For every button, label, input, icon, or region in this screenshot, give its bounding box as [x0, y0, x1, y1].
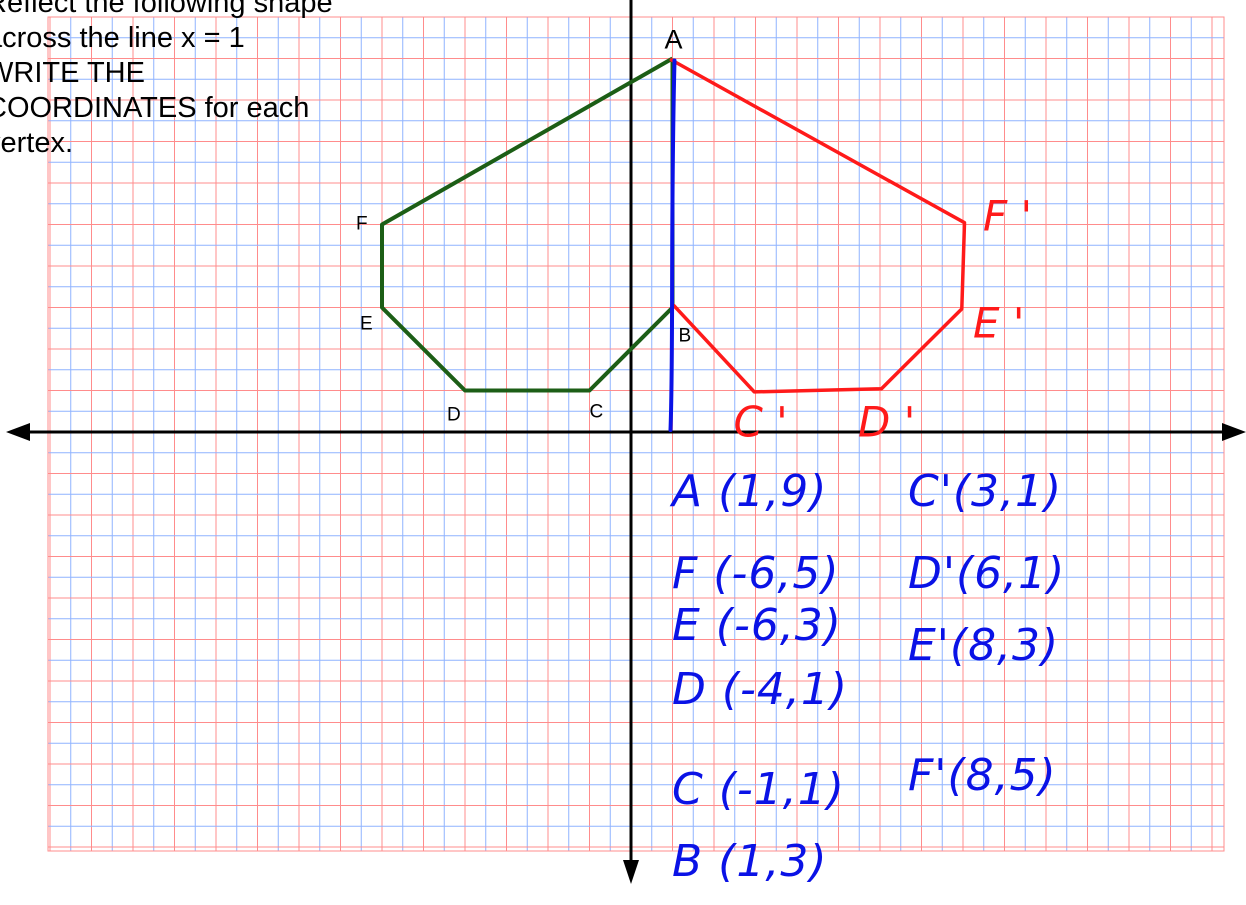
answer-left: E (-6,3) [672, 600, 842, 651]
instructions-text: Reflect the following shape across the l… [0, 0, 333, 159]
reflected-shape [669, 58, 967, 394]
shapes [380, 56, 967, 432]
answer-left: B (1,3) [672, 836, 827, 887]
axes [6, 0, 1246, 884]
x-axis-left-arrow [6, 423, 30, 441]
answer-right: E'(8,3) [908, 620, 1059, 671]
answer-right: D'(6,1) [908, 548, 1065, 599]
vertex-labels: A B C D E F C ' D ' E ' F ' [356, 25, 1032, 447]
vertex-label-b: B [679, 326, 692, 347]
answer-left: A (1,9) [669, 466, 827, 517]
answer-right: C'(3,1) [908, 466, 1062, 517]
reflected-label: C ' [734, 398, 788, 447]
x-axis-right-arrow [1222, 423, 1246, 441]
vertex-label-d: D [447, 405, 461, 426]
handwritten-answers: A (1,9) F (-6,5)E (-6,3) D (-4,1) C (-1,1) B… [669, 466, 1065, 887]
y-axis-down-arrow [623, 860, 639, 884]
answer-left: F (-6,5) [672, 548, 839, 599]
answer-left: D (-4,1) [672, 664, 848, 715]
answer-left: C (-1,1) [672, 764, 845, 815]
reflected-label: F ' [983, 192, 1032, 241]
answer-right: F'(8,5) [908, 750, 1057, 801]
reflected-label: D ' [858, 398, 915, 447]
reflected-label: E ' [973, 299, 1024, 348]
vertex-label-f: F [356, 214, 368, 235]
grid-lines [47, 16, 1225, 852]
mirror-line-x-1 [668, 58, 677, 432]
vertex-label-e: E [360, 314, 373, 335]
vertex-label-c: C [590, 402, 604, 423]
vertex-label-a: A [665, 25, 683, 55]
